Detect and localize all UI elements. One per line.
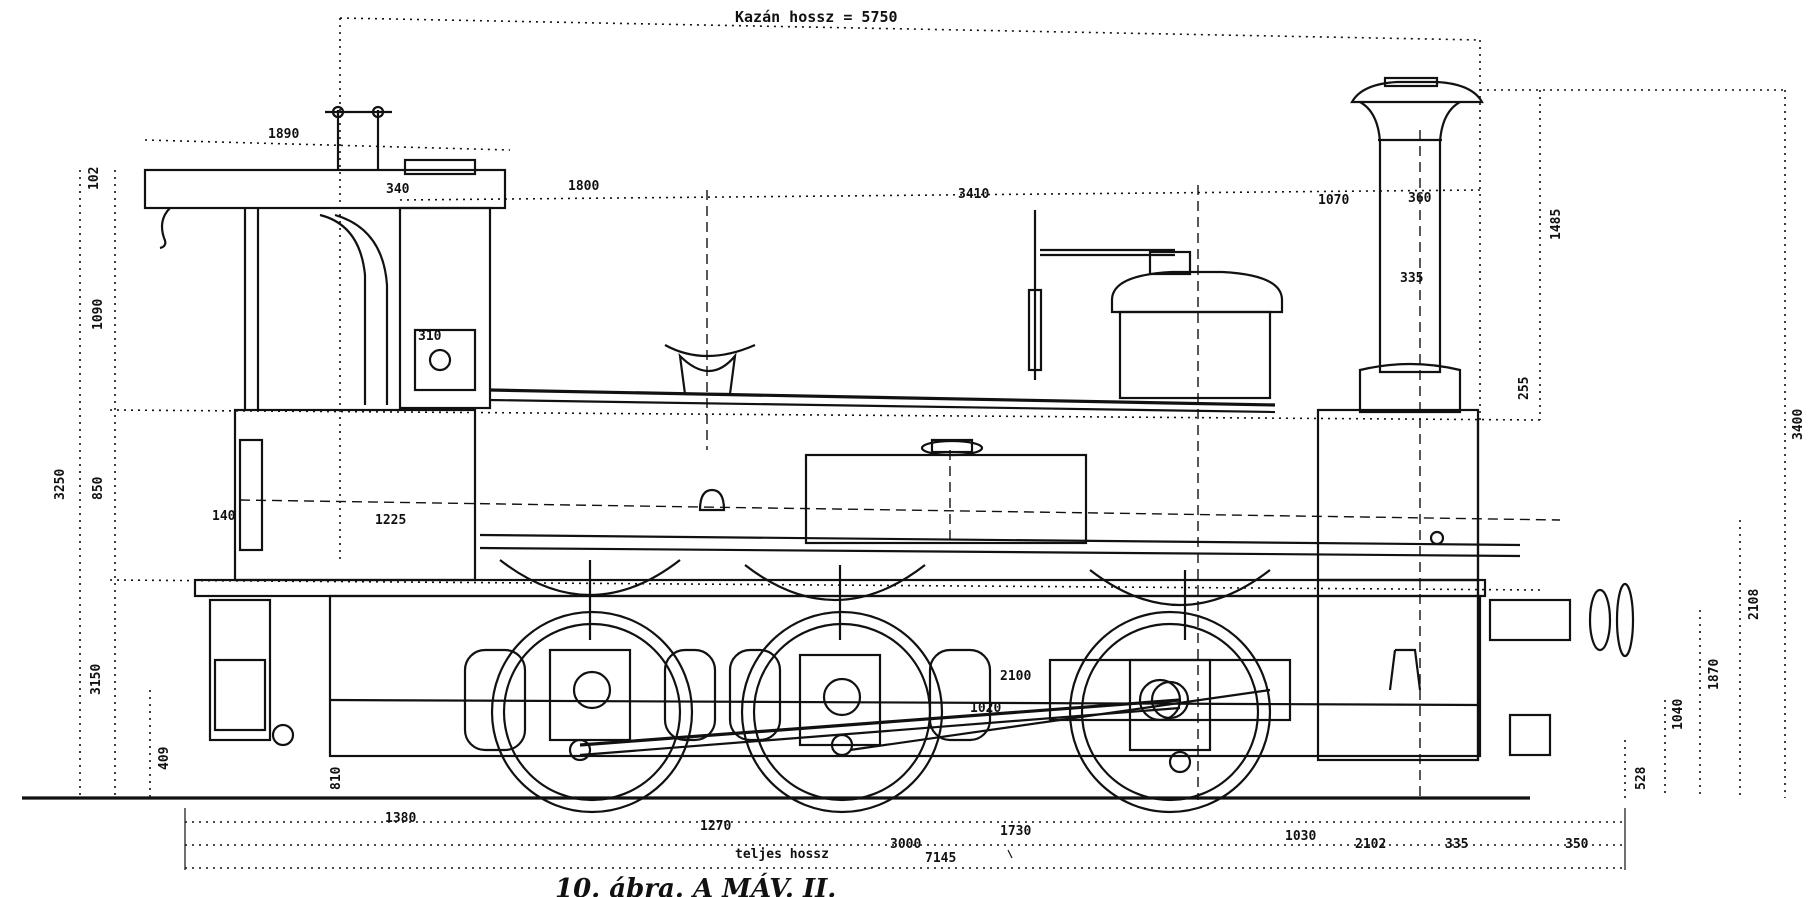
cab: 1890 340 310 [143, 105, 511, 582]
dim-1225: 1225 [375, 513, 406, 528]
dim-b-335: 335 [1445, 837, 1468, 852]
svg-text:1020: 1020 [970, 701, 1001, 716]
dim-r-1485: 1485 [1549, 209, 1564, 240]
dim-b-1730: 1730 [1000, 824, 1031, 839]
dim-b-3000: 3000 [890, 837, 921, 852]
dim-b-1270: 1270 [700, 819, 731, 834]
dim-1070: 1070 [1318, 193, 1349, 208]
dim-b-7145: 7145 [925, 851, 956, 866]
left-dimensions: 102 1090 3250 850 3150 409 810 140 1225 [53, 167, 406, 798]
axleboxes [463, 648, 1212, 752]
dim-r-255: 255 [1517, 377, 1532, 400]
dim-b-1030: 1030 [1285, 829, 1316, 844]
cab-roof-dim: 1890 [268, 127, 299, 142]
dim-r-3400: 3400 [1791, 409, 1806, 440]
boiler: 1800 3410 1070 [109, 179, 1561, 591]
dim-v-409: 409 [157, 747, 172, 770]
dim-3410: 3410 [958, 187, 989, 202]
boiler-length-label: Kazán hossz = 5750 [735, 8, 898, 26]
dim-v-1090: 1090 [91, 299, 106, 330]
chimney-dim-2: 335 [1400, 271, 1423, 286]
side-tank [698, 438, 1088, 545]
dim-b-2102: 2102 [1355, 837, 1386, 852]
springs [499, 559, 1271, 640]
total-length-label: teljes hossz [735, 847, 829, 862]
dim-v-102: 102 [87, 167, 102, 190]
chimney: 360 335 [1350, 76, 1484, 800]
dim-b-350: 350 [1565, 837, 1589, 852]
figure-caption: 10. ábra. A MÁV. II. [555, 872, 836, 897]
boiler-length-dimension: Kazán hossz = 5750 [339, 8, 1481, 560]
wheel-rear [490, 610, 694, 814]
cab-dim-small: 340 [386, 182, 410, 197]
wheels: 2100 1020 [490, 610, 1292, 814]
frame [193, 578, 1487, 758]
dim-v-3150: 3150 [89, 664, 104, 695]
wheel-front [1068, 610, 1272, 814]
dim-1800: 1800 [568, 179, 599, 194]
right-dimensions: 1485 255 3400 2108 1870 1040 528 [1480, 89, 1806, 798]
steam-dome [1027, 185, 1284, 800]
dim-v-810: 810 [329, 766, 344, 790]
dim-r-1870: 1870 [1707, 659, 1722, 690]
smokebox [1316, 408, 1635, 762]
dim-r-528: 528 [1634, 766, 1649, 790]
svg-text:310: 310 [418, 329, 442, 344]
wheel-middle [740, 610, 944, 814]
dim-r-2108: 2108 [1747, 589, 1762, 620]
bottom-dimensions: 1380 1270 1730 1030 2102 335 350 3000 71… [184, 808, 1626, 870]
svg-text:2100: 2100 [1000, 669, 1031, 684]
dim-b-1380: 1380 [385, 811, 416, 826]
dim-v-850: 850 [91, 476, 106, 500]
sand-dome [664, 190, 756, 450]
dim-v-3250: 3250 [53, 469, 68, 500]
dim-140: 140 [212, 509, 236, 524]
dim-r-1040: 1040 [1671, 699, 1686, 730]
